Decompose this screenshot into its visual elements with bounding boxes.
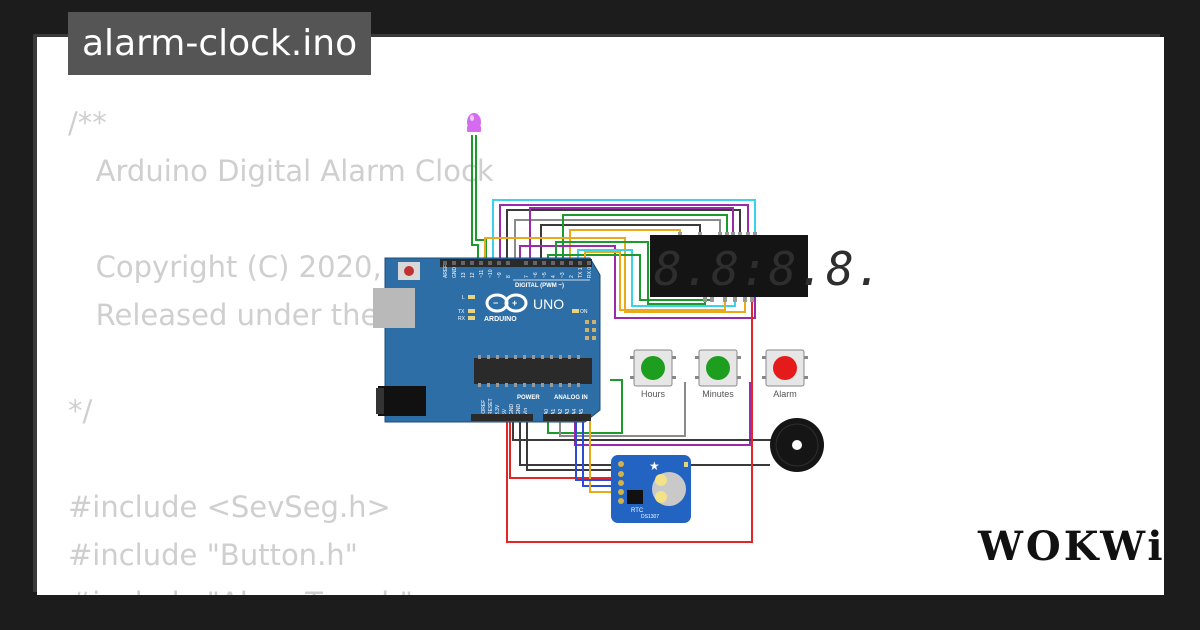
pin-label: ~5	[542, 272, 548, 278]
star-icon: ★	[649, 459, 660, 473]
pin-label: ~3	[560, 272, 566, 278]
code-background: /** Arduino Digital Alarm Clock Copyrigh…	[68, 99, 494, 595]
rtc-module: ★ RTC DS1307	[611, 455, 691, 523]
pin-label: 7	[524, 275, 530, 278]
button-alarm: Alarm	[762, 349, 808, 399]
power-jack	[378, 386, 426, 416]
pin-label: AREF	[443, 265, 449, 278]
digital-header	[440, 259, 592, 267]
pin-label: 5V	[502, 408, 508, 415]
arduino-uno-board: AREF GND 13 12 ~11 ~10 ~9 8 7 ~6 ~5 4 ~3…	[373, 257, 601, 423]
pin-label: RX 0	[587, 267, 593, 278]
rtc-label: RTC	[631, 508, 644, 514]
board-model: UNO	[533, 296, 564, 312]
pin-label: 3.3V	[495, 404, 501, 415]
pin-label: A0	[544, 409, 550, 415]
bottom-pin-labels: IOREF RESET 3.3V 5V GND GND Vin A0 A1 A2…	[481, 398, 585, 415]
project-title: alarm-clock.ino	[68, 12, 372, 75]
pin-label: Vin	[523, 408, 529, 415]
code-line: Arduino Digital Alarm Clock	[68, 154, 494, 188]
button-label: Alarm	[773, 389, 797, 399]
buzzer	[770, 418, 824, 472]
top-pin-labels: AREF GND 13 12 ~11 ~10 ~9 8 7 ~6 ~5 4 ~3…	[443, 265, 593, 278]
rtc-chip-label: DS1307	[641, 514, 659, 520]
pin-label: A4	[572, 409, 578, 415]
pin-label: A1	[551, 409, 557, 415]
usb-port	[373, 288, 415, 328]
on-label: ON	[580, 309, 588, 315]
led	[467, 113, 481, 132]
pin-label: A5	[579, 409, 585, 415]
digital-header-label: DIGITAL (PWM ~)	[515, 283, 564, 289]
icsp-header	[585, 320, 596, 340]
pin-label: ~9	[497, 272, 503, 278]
pin-label: ~10	[488, 269, 494, 278]
pin-label: ~11	[479, 270, 485, 278]
code-line: */	[68, 394, 93, 428]
code-line: Released under the	[68, 298, 379, 332]
pin-label: RESET	[488, 398, 494, 415]
power-header	[471, 414, 533, 421]
button-label: Minutes	[702, 389, 734, 399]
pin-label: TX 1	[578, 267, 584, 278]
pin-label: 2	[569, 275, 575, 278]
rtc-chip-body	[627, 490, 643, 504]
board-brand: ARDUINO	[484, 316, 517, 323]
analog-header	[543, 414, 591, 421]
pin-label: ~6	[533, 272, 539, 278]
pin-label: GND	[516, 404, 522, 416]
button-hours: Hours	[630, 349, 676, 399]
circuit-diagram: AREF GND 13 12 ~11 ~10 ~9 8 7 ~6 ~5 4 ~3…	[373, 113, 884, 543]
pin-label: 8	[506, 275, 512, 278]
seven-segment-display: 8.8:8.8.	[650, 232, 884, 302]
analog-label: ANALOG IN	[554, 395, 588, 401]
pin-label: IOREF	[481, 400, 487, 415]
code-line: #include "AlarmTone.h"	[68, 586, 413, 595]
atmega-chip	[474, 358, 592, 384]
pin-label: 4	[551, 275, 557, 278]
project-preview-card: /** Arduino Digital Alarm Clock Copyrigh…	[37, 37, 1164, 595]
pin-label: GND	[509, 404, 515, 416]
pin-label: 13	[461, 272, 467, 278]
button-label: Hours	[641, 389, 666, 399]
svg-text:+: +	[512, 298, 517, 308]
code-line: #include <SevSeg.h>	[68, 490, 391, 524]
svg-text:−: −	[493, 298, 498, 308]
wokwi-logo: WOKWi	[978, 523, 1166, 570]
code-line: Copyright (C) 2020,	[68, 250, 382, 284]
button-minutes: Minutes	[695, 349, 741, 399]
pin-label: A3	[565, 409, 571, 415]
display-digits: 8.8:8.8.	[654, 242, 884, 296]
pin-label: GND	[452, 267, 458, 279]
pin-label: 12	[470, 272, 476, 278]
pin-label: A2	[558, 409, 564, 415]
power-label: POWER	[517, 395, 540, 401]
led-label: TX	[458, 309, 465, 315]
led-label: RX	[458, 316, 466, 322]
arduino-logo: − + ARDUINO UNO	[484, 293, 564, 323]
code-line: /**	[68, 106, 107, 140]
code-line: #include "Button.h"	[68, 538, 358, 572]
led-label: L	[462, 295, 465, 301]
